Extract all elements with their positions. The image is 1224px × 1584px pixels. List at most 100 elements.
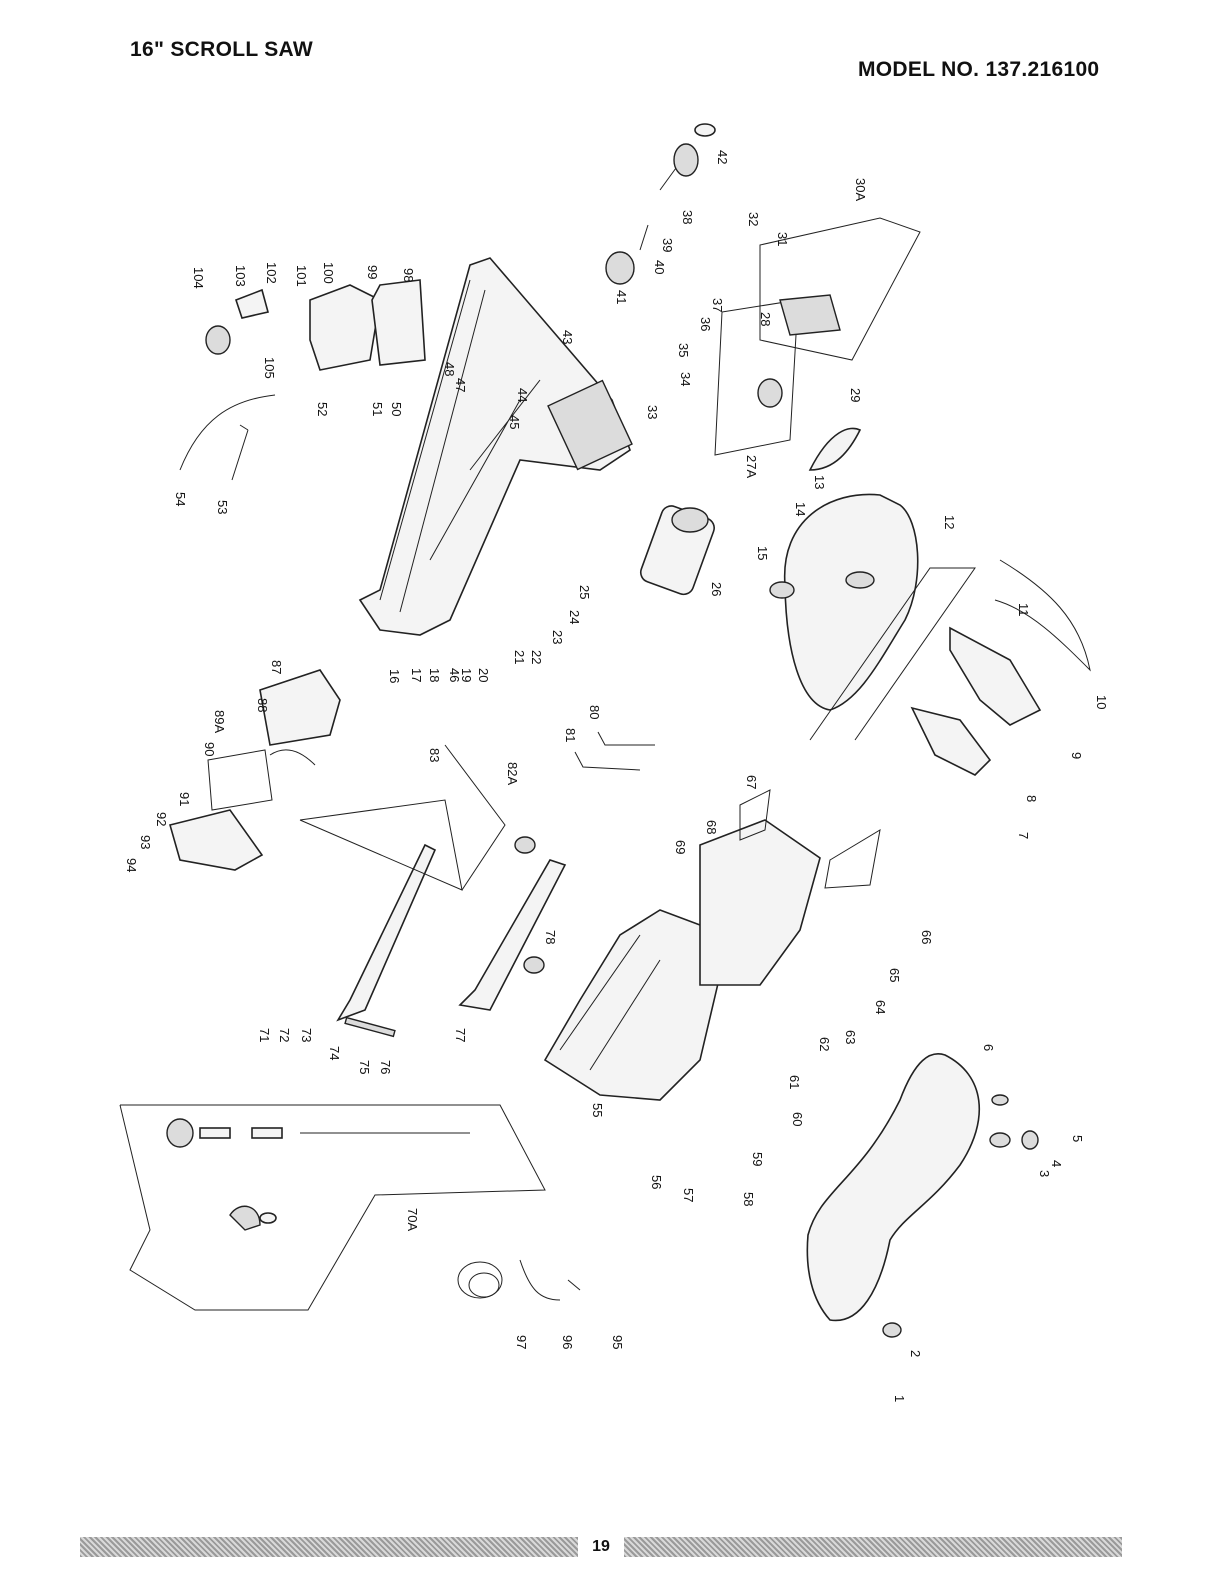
part-label: 12 <box>942 515 957 529</box>
part-label: 72 <box>277 1028 292 1042</box>
blade-arm-left <box>299 744 506 1038</box>
part-label: 95 <box>610 1335 625 1349</box>
part-label: 31 <box>775 232 790 246</box>
page-number: 19 <box>592 1538 610 1555</box>
part-label: 37 <box>710 298 725 312</box>
part-label: 57 <box>681 1188 696 1202</box>
part-label: 13 <box>812 475 827 489</box>
table <box>769 427 976 741</box>
upper-arm <box>358 257 633 636</box>
part-label: 16 <box>387 669 402 683</box>
part-label: 87 <box>269 660 284 674</box>
footer-bar-right <box>624 1537 1122 1557</box>
part-label: 59 <box>750 1152 765 1166</box>
part-label: 82A <box>505 762 520 785</box>
base <box>806 1053 1039 1338</box>
part-label: 25 <box>577 585 592 599</box>
part-label: 3 <box>1037 1170 1052 1177</box>
part-label: 75 <box>357 1060 372 1074</box>
part-label: 8 <box>1024 795 1039 802</box>
part-label: 52 <box>315 402 330 416</box>
part-label: 58 <box>741 1192 756 1206</box>
part-label: 48 <box>442 362 457 376</box>
part-label: 22 <box>529 650 544 664</box>
part-label: 5 <box>1070 1135 1085 1142</box>
part-label: 73 <box>299 1028 314 1042</box>
part-label: 47 <box>453 378 468 392</box>
part-label: 100 <box>321 262 336 284</box>
part-label: 45 <box>507 415 522 429</box>
part-label: 17 <box>409 668 424 682</box>
tension-knob <box>605 123 716 285</box>
blade-rods <box>574 731 655 771</box>
part-label: 39 <box>660 238 675 252</box>
part-label: 38 <box>680 210 695 224</box>
lamp-assembly <box>179 279 426 481</box>
part-label: 93 <box>138 835 153 849</box>
part-label: 21 <box>512 650 527 664</box>
part-label: 104 <box>191 267 206 289</box>
part-label: 103 <box>233 265 248 287</box>
part-label: 18 <box>427 668 442 682</box>
part-label: 65 <box>887 968 902 982</box>
part-label: 14 <box>793 502 808 516</box>
part-label: 7 <box>1016 832 1031 839</box>
part-label: 6 <box>981 1044 996 1051</box>
part-label: 50 <box>389 402 404 416</box>
part-label: 88 <box>255 698 270 712</box>
part-label: 101 <box>294 265 309 287</box>
part-label: 35 <box>676 343 691 357</box>
drive-link-box <box>119 1104 546 1311</box>
part-label: 68 <box>704 820 719 834</box>
part-label: 4 <box>1049 1160 1064 1167</box>
switch-box <box>169 669 341 871</box>
part-label: 23 <box>550 630 565 644</box>
part-label: 60 <box>790 1112 805 1126</box>
part-label: 69 <box>673 840 688 854</box>
part-label: 61 <box>787 1075 802 1089</box>
part-label: 92 <box>154 812 169 826</box>
part-label: 98 <box>401 268 416 282</box>
part-label: 43 <box>560 330 575 344</box>
part-label: 42 <box>715 150 730 164</box>
part-label: 102 <box>264 262 279 284</box>
part-label: 15 <box>755 546 770 560</box>
part-label: 78 <box>543 930 558 944</box>
part-label: 26 <box>709 582 724 596</box>
motor <box>639 505 715 596</box>
part-label: 19 <box>459 668 474 682</box>
part-label: 33 <box>645 405 660 419</box>
part-label: 94 <box>124 858 139 872</box>
part-label: 81 <box>563 728 578 742</box>
lower-arm <box>543 789 881 1101</box>
part-label: 24 <box>567 610 582 624</box>
part-label: 55 <box>590 1103 605 1117</box>
footer-bar-left <box>80 1537 578 1557</box>
part-label: 96 <box>560 1335 575 1349</box>
part-label: 63 <box>843 1030 858 1044</box>
part-label: 62 <box>817 1037 832 1051</box>
power-cord <box>457 1259 581 1301</box>
part-label: 36 <box>698 317 713 331</box>
part-label: 105 <box>262 357 277 379</box>
part-label: 76 <box>378 1060 393 1074</box>
part-label: 97 <box>514 1335 529 1349</box>
part-label: 40 <box>652 260 667 274</box>
part-label: 90 <box>202 742 217 756</box>
part-label: 80 <box>587 705 602 719</box>
part-label: 46 <box>447 668 462 682</box>
part-label: 20 <box>476 668 491 682</box>
model-number: MODEL NO. 137.216100 <box>858 58 1100 81</box>
part-label: 64 <box>873 1000 888 1014</box>
part-label: 51 <box>370 402 385 416</box>
part-label: 44 <box>515 388 530 402</box>
part-label: 56 <box>649 1175 664 1189</box>
part-label: 77 <box>453 1028 468 1042</box>
part-label: 9 <box>1069 752 1084 759</box>
part-label: 67 <box>744 775 759 789</box>
part-label: 89A <box>212 710 227 733</box>
assembly-boxes-top <box>714 217 921 456</box>
part-label: 70A <box>405 1208 420 1231</box>
part-label: 1 <box>892 1395 907 1402</box>
